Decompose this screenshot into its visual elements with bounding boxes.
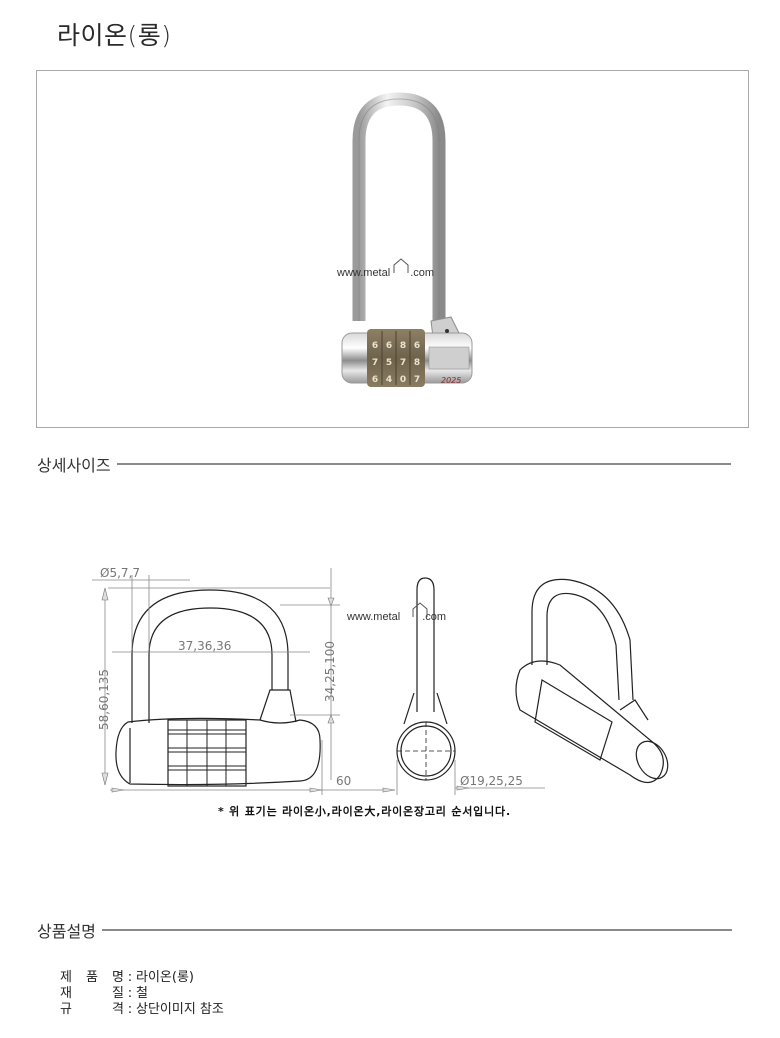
page-title: 라이온(롱) xyxy=(57,21,172,50)
dim-body-diameter: Ø19,25,25 xyxy=(460,774,523,788)
section-header-description: 상품설명 xyxy=(37,918,732,942)
body-label: 2025 xyxy=(441,376,461,385)
spec-value: 상단이미지 참조 xyxy=(136,1002,224,1017)
photo-watermark: www.metal.com xyxy=(336,258,434,279)
isometric-view xyxy=(515,578,669,784)
drawing-watermark: www.metal.com xyxy=(346,602,446,623)
dim-body-length: 60 xyxy=(336,774,351,788)
svg-text:5: 5 xyxy=(386,358,392,368)
section-divider xyxy=(116,463,731,465)
svg-text:7: 7 xyxy=(372,358,378,368)
front-view xyxy=(115,589,321,787)
svg-text:0: 0 xyxy=(400,375,406,385)
spec-value: 철 xyxy=(136,986,148,1001)
svg-text:www.metal.com: www.metal.com xyxy=(336,267,434,279)
spec-value: 라이온(롱) xyxy=(136,970,194,985)
dim-shackle-diameter: Ø5,7,7 xyxy=(100,566,140,580)
dimension-drawing: Ø5,7,7 37,36,36 58,60,135 34,25,100 60 Ø… xyxy=(92,566,669,795)
section-title: 상세사이즈 xyxy=(37,456,111,475)
svg-text:4: 4 xyxy=(386,375,392,385)
svg-text:7: 7 xyxy=(414,375,420,385)
svg-text:8: 8 xyxy=(400,341,406,351)
combination-dials: 6 6 8 6 7 5 7 8 6 4 0 7 xyxy=(367,329,425,387)
svg-text:8: 8 xyxy=(414,358,420,368)
product-photo-frame: 6 6 8 6 7 5 7 8 6 4 0 7 2025 www.metal.c… xyxy=(36,70,749,428)
svg-text:6: 6 xyxy=(386,341,392,351)
section-divider xyxy=(101,929,732,931)
svg-text:6: 6 xyxy=(372,341,378,351)
svg-text:www.metal.com: www.metal.com xyxy=(346,611,446,623)
svg-text:6: 6 xyxy=(372,375,378,385)
dim-inner-width: 37,36,36 xyxy=(178,639,231,653)
dim-total-height: 58,60,135 xyxy=(97,669,111,730)
svg-text:6: 6 xyxy=(414,341,420,351)
svg-text:7: 7 xyxy=(400,358,406,368)
dim-shackle-clearance: 34,25,100 xyxy=(323,641,337,702)
section-title: 상품설명 xyxy=(37,922,96,941)
dimension-note: * 위 표기는 라이온小,라이온大,라이온장고리 순서입니다. xyxy=(218,805,511,818)
side-view xyxy=(396,577,456,781)
padlock-photo: 6 6 8 6 7 5 7 8 6 4 0 7 2025 www.metal.c… xyxy=(336,92,473,387)
section-header-size: 상세사이즈 xyxy=(37,452,731,476)
